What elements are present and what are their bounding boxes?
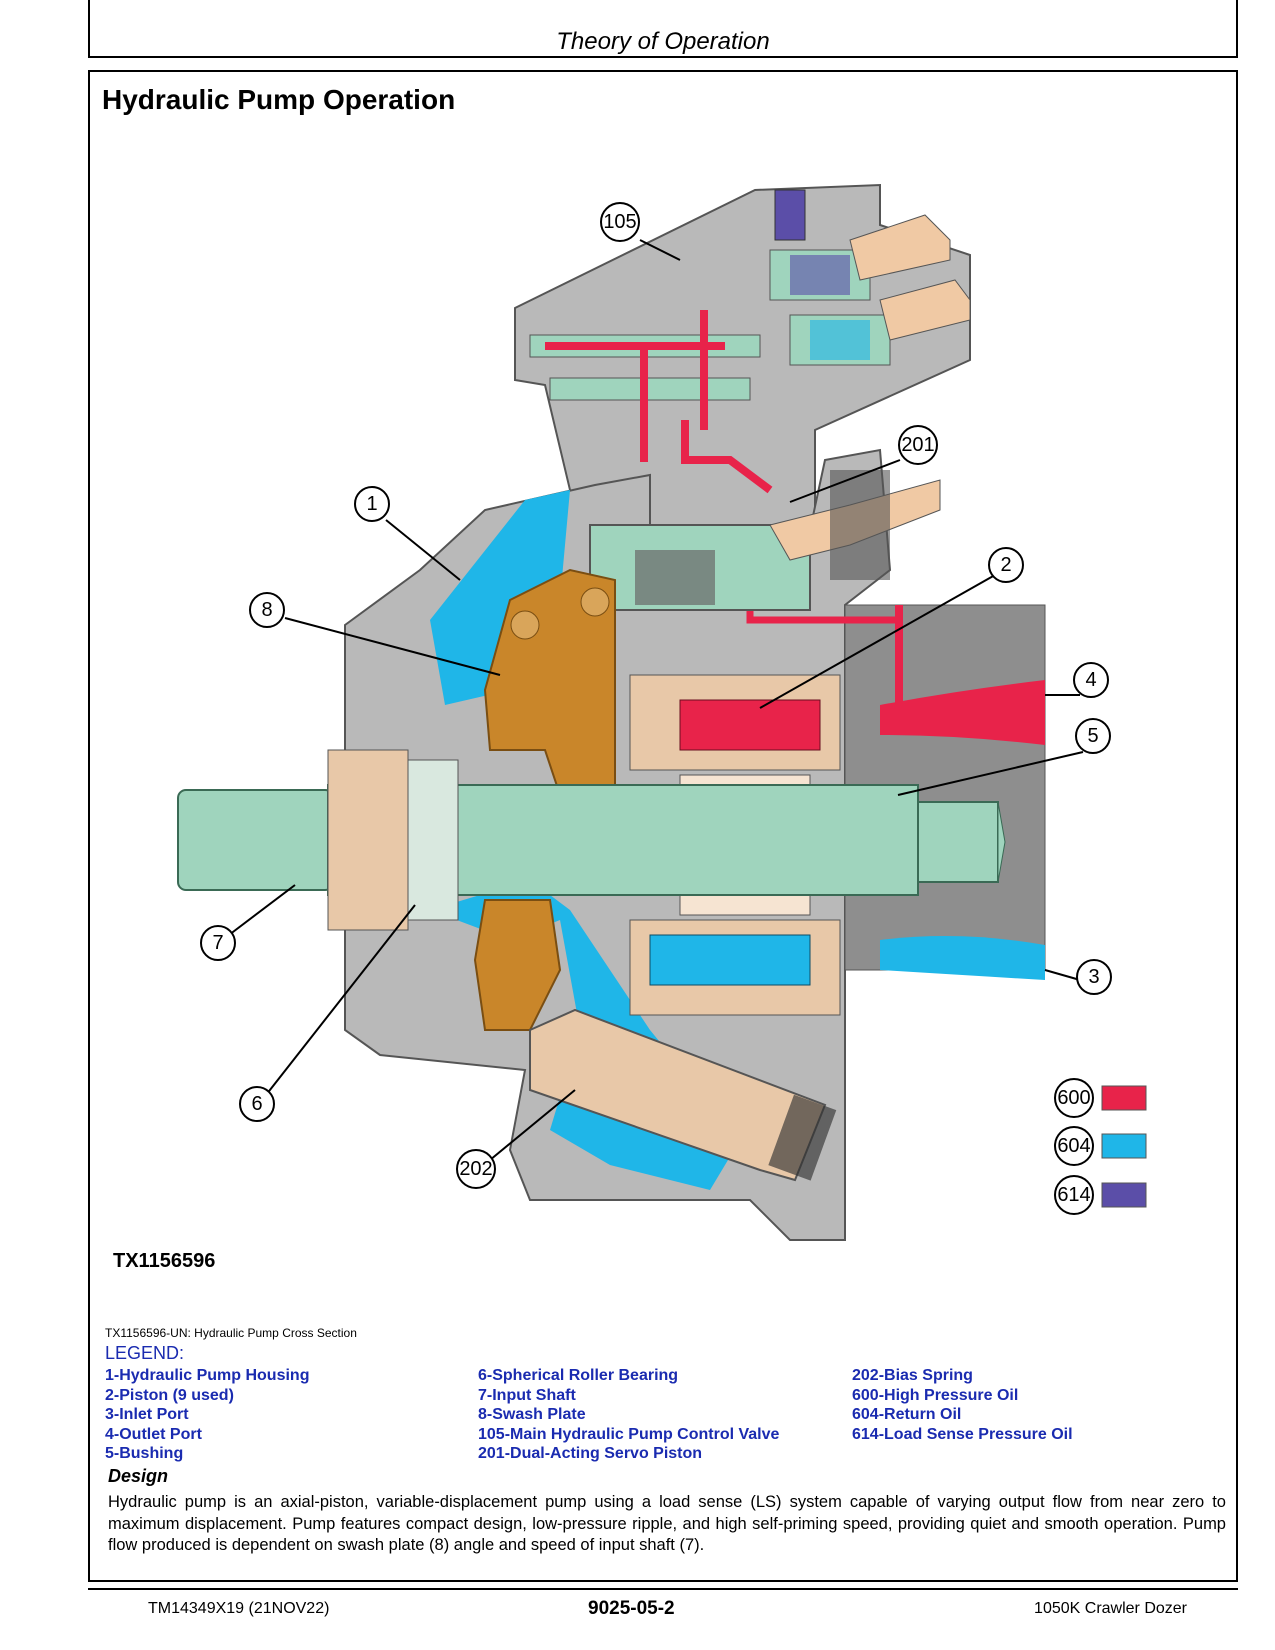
design-heading: Design bbox=[108, 1466, 169, 1486]
svg-text:1: 1 bbox=[366, 493, 377, 515]
header-frame: Theory of Operation bbox=[88, 0, 1238, 58]
callout-6: 6 bbox=[239, 1086, 275, 1122]
legend-item: 600-High Pressure Oil bbox=[852, 1386, 1019, 1404]
legend-item: 614-Load Sense Pressure Oil bbox=[852, 1425, 1073, 1443]
callout-105: 105 bbox=[600, 202, 640, 242]
callout-201: 201 bbox=[898, 425, 938, 465]
input-shaft bbox=[177, 749, 1006, 931]
callout-4: 4 bbox=[1073, 662, 1109, 698]
swash-plate bbox=[473, 568, 616, 1031]
legend-item: 4-Outlet Port bbox=[105, 1425, 202, 1443]
svg-text:3: 3 bbox=[1088, 966, 1099, 988]
legend-item: 5-Bushing bbox=[105, 1445, 184, 1462]
bias-spring bbox=[529, 1008, 837, 1182]
section-heading: Theory of Operation bbox=[556, 28, 770, 55]
callout-leaders bbox=[224, 239, 1084, 1161]
svg-text:2: 2 bbox=[1000, 554, 1011, 576]
legend-item: 105-Main Hydraulic Pump Control Valve bbox=[478, 1425, 780, 1443]
callouts: 105 201 1 8 2 4 5 7 6 3 202 bbox=[200, 202, 1112, 1189]
legend-column-2: 6-Spherical Roller Bearing 7-Input Shaft… bbox=[478, 1366, 779, 1464]
legend-item: 1-Hydraulic Pump Housing bbox=[105, 1367, 310, 1384]
legend-item: 202-Bias Spring bbox=[852, 1367, 973, 1384]
legend-item: 8-Swash Plate bbox=[478, 1406, 586, 1423]
svg-text:8: 8 bbox=[261, 599, 272, 621]
footer-page-number: 9025-05-2 bbox=[588, 1598, 675, 1619]
svg-text:604: 604 bbox=[1057, 1135, 1090, 1157]
svg-text:7: 7 bbox=[212, 932, 223, 954]
legend-title: LEGEND: bbox=[105, 1343, 185, 1363]
callout-1: 1 bbox=[354, 486, 390, 522]
legend-item: 201-Dual-Acting Servo Piston bbox=[478, 1445, 703, 1462]
key-604: 604 bbox=[1054, 1126, 1147, 1166]
control-valve-body bbox=[514, 183, 971, 531]
svg-text:600: 600 bbox=[1057, 1087, 1090, 1109]
svg-text:105: 105 bbox=[603, 211, 636, 233]
svg-text:614: 614 bbox=[1057, 1184, 1090, 1206]
callout-5: 5 bbox=[1075, 718, 1111, 754]
oil-color-key: 600 604 614 bbox=[1054, 1078, 1147, 1215]
key-614: 614 bbox=[1054, 1175, 1147, 1215]
svg-text:201: 201 bbox=[901, 434, 934, 456]
pump-cross-section-figure: 105 201 1 8 2 4 5 7 6 3 202 600 604 614 bbox=[177, 183, 1147, 1241]
svg-text:5: 5 bbox=[1087, 725, 1098, 747]
footer-rule bbox=[88, 1588, 1238, 1590]
svg-text:6: 6 bbox=[251, 1093, 262, 1115]
key-600: 600 bbox=[1054, 1078, 1147, 1118]
callout-202: 202 bbox=[456, 1149, 496, 1189]
footer-model: 1050K Crawler Dozer bbox=[1034, 1600, 1187, 1617]
svg-text:4: 4 bbox=[1085, 669, 1096, 691]
svg-text:202: 202 bbox=[459, 1158, 492, 1180]
callout-3: 3 bbox=[1076, 959, 1112, 995]
figure-id: TX1156596 bbox=[113, 1250, 216, 1272]
legend-item: 6-Spherical Roller Bearing bbox=[478, 1367, 679, 1384]
callout-8: 8 bbox=[249, 592, 285, 628]
footer-manual-id: TM14349X19 (21NOV22) bbox=[148, 1600, 330, 1617]
servo-piston bbox=[589, 470, 941, 611]
legend-column-1: 1-Hydraulic Pump Housing 2-Piston (9 use… bbox=[105, 1366, 309, 1464]
page-frame bbox=[88, 70, 1238, 1582]
figure-caption: TX1156596-UN: Hydraulic Pump Cross Secti… bbox=[105, 1326, 357, 1340]
page-title: Hydraulic Pump Operation bbox=[102, 84, 456, 115]
legend-item: 2-Piston (9 used) bbox=[105, 1386, 234, 1404]
legend-item: 7-Input Shaft bbox=[478, 1386, 576, 1404]
legend-item: 604-Return Oil bbox=[852, 1406, 962, 1423]
callout-7: 7 bbox=[200, 925, 236, 961]
design-body: Hydraulic pump is an axial-piston, varia… bbox=[108, 1493, 1226, 1554]
callout-2: 2 bbox=[988, 547, 1024, 583]
legend-column-3: 202-Bias Spring 600-High Pressure Oil 60… bbox=[852, 1366, 1073, 1444]
legend-item: 3-Inlet Port bbox=[105, 1406, 189, 1423]
